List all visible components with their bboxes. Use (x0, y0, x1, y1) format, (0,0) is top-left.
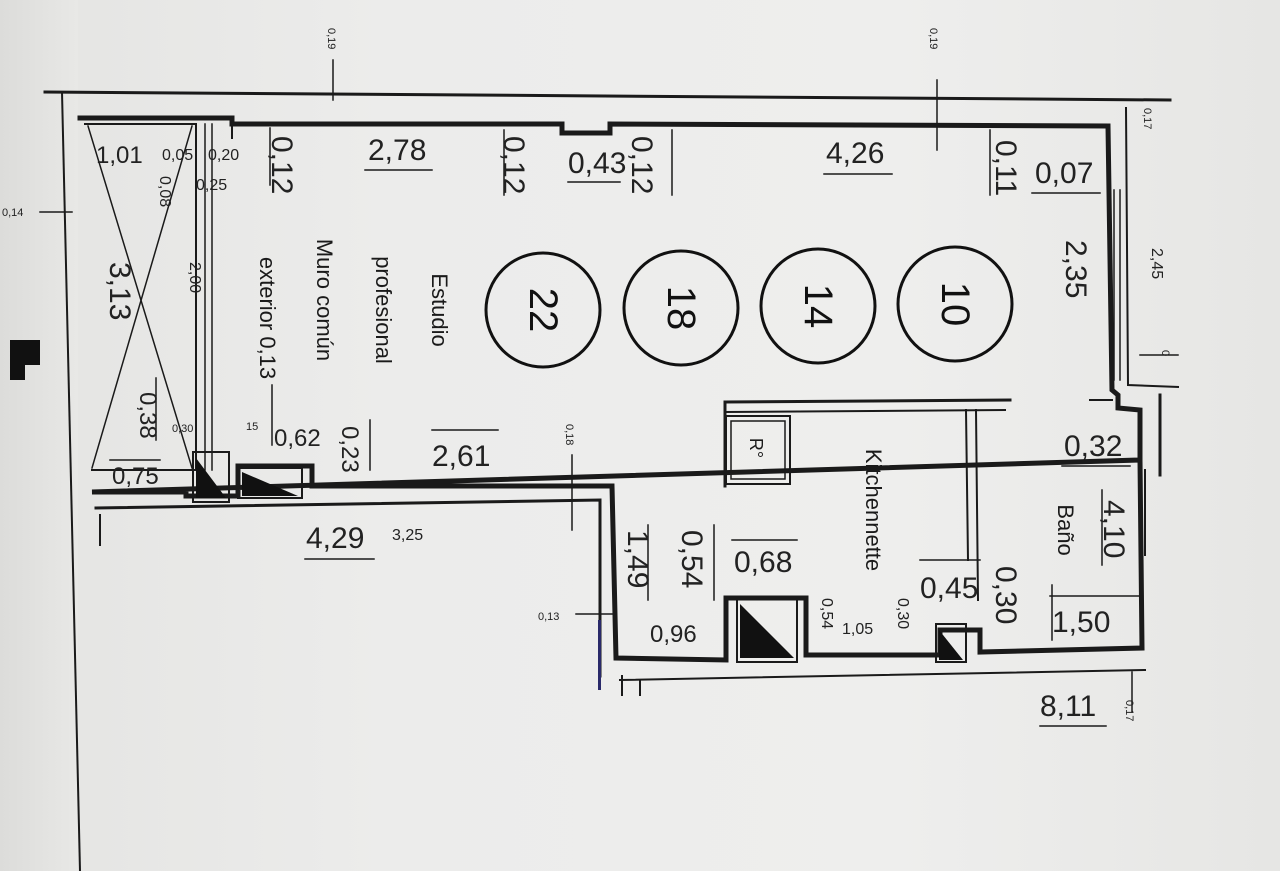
marker-circle-14 (759, 247, 877, 365)
duct-box-3 (736, 597, 798, 663)
dim-0-17b: 0,17 (1141, 108, 1153, 129)
kitchen-wall-right2 (974, 408, 980, 602)
dim-4-29: 4,29 (306, 522, 364, 555)
dim-4-26: 4,26 (826, 137, 884, 170)
shaft-x1 (87, 125, 193, 469)
duct-box-4 (935, 623, 967, 663)
dim-2-45: 2,45 (1148, 248, 1165, 279)
room-label-studio-1: Estudio (427, 273, 452, 346)
dim-2-00: 2,00 (186, 262, 203, 293)
outer-wall-left (60, 90, 82, 871)
window-right (1113, 189, 1121, 381)
bottom-line (618, 668, 1147, 682)
duct-fill-2 (242, 472, 298, 496)
duct-box-1 (192, 451, 230, 503)
dim-0-13: 0,13 (538, 611, 559, 623)
dim-0-38: 0,38 (134, 392, 161, 439)
dim-0-05: 0,05 (162, 147, 193, 164)
dim-0-54a: 0,54 (675, 530, 708, 588)
shaft-wall (204, 123, 213, 471)
shaft-box (84, 123, 197, 471)
dim-0-12b: 0,12 (497, 136, 530, 194)
dim-0-30b: 0,30 (894, 598, 911, 629)
kitchen-wall-top (723, 398, 1012, 404)
dim-0-19b: 0,19 (927, 28, 939, 49)
dim-0-30-small: 0,30 (172, 423, 193, 435)
dim-0-23: 0,23 (336, 426, 363, 473)
unit-right-outer (1124, 106, 1180, 389)
dim-8-11: 8,11 (1040, 690, 1096, 723)
dim-0-07: 0,07 (1035, 157, 1093, 190)
duct-fill-4 (939, 630, 963, 660)
room-label-wall-1: Muro común (312, 239, 337, 361)
shaft-x2 (91, 125, 193, 469)
fridge-symbol: R° (746, 438, 766, 458)
dim-0-62: 0,62 (274, 425, 321, 452)
dim-0-11: 0,11 (989, 140, 1022, 196)
bottom-line-notch (621, 675, 641, 696)
dim-3-25: 3,25 (392, 527, 423, 544)
kitchen-wall-right (964, 408, 970, 562)
marker-circle-18 (622, 249, 740, 367)
dim-0-18: 0,18 (563, 424, 575, 445)
dim-0-32: 0,32 (1064, 430, 1122, 463)
marker-14: 14 (796, 284, 840, 329)
dim-0: 0 (1159, 350, 1171, 356)
blue-mark (598, 620, 601, 690)
marker-circle-10 (896, 245, 1014, 363)
dim-1-49: 1,49 (621, 530, 654, 588)
page-edge (0, 0, 78, 871)
dim-0-17: 0,17 (1123, 700, 1135, 721)
dim-0-20: 0,20 (208, 147, 239, 164)
compass-mark (10, 340, 40, 380)
dim-0-96: 0,96 (650, 621, 697, 648)
unit-outline (77, 115, 1145, 663)
duct-fill-3 (740, 604, 794, 658)
marker-18: 18 (659, 286, 703, 331)
dim-3-13: 3,13 (103, 262, 136, 320)
duct-box-2 (237, 467, 303, 499)
dim-0-08: 0,08 (156, 176, 173, 207)
dim-0-12c: 0,12 (625, 136, 658, 194)
dim-2-35: 2,35 (1059, 240, 1092, 298)
dim-0-54b: 0,54 (818, 598, 835, 629)
dim-2-61: 2,61 (432, 440, 490, 473)
marker-22: 22 (521, 288, 565, 333)
room-label-studio-2: profesional (371, 256, 396, 364)
room-label-bath: Baño (1053, 504, 1078, 555)
dim-0-14: 0,14 (2, 207, 23, 219)
fridge-box (725, 415, 791, 485)
dim-4-10: 4,10 (1097, 500, 1130, 558)
dim-0-75: 0,75 (112, 463, 159, 490)
dim-0-43: 0,43 (568, 147, 626, 180)
dim-0-68: 0,68 (734, 546, 792, 579)
dim-0-12a: 0,12 (265, 136, 298, 194)
dim-2-78: 2,78 (368, 134, 426, 167)
lower-wall (94, 498, 602, 678)
dim-0-30c: 0,30 (989, 566, 1022, 624)
dim-0-19: 0,19 (325, 28, 337, 49)
room-label-kitchen: Kitchennette (861, 449, 886, 571)
marker-10: 10 (933, 282, 977, 327)
outer-wall-top (43, 90, 1172, 102)
dim-1-01: 1,01 (96, 142, 143, 169)
dim-0-25: 0,25 (196, 177, 227, 194)
fridge-inner (730, 420, 786, 480)
dim-1-50: 1,50 (1052, 606, 1110, 639)
dim-15: 15 (246, 421, 258, 433)
duct-fill-1 (196, 458, 226, 498)
marker-circle-22 (484, 251, 602, 369)
dim-1-05: 1,05 (842, 621, 873, 638)
room-label-wall-2: exterior 0,13 (255, 257, 280, 379)
dim-0-45: 0,45 (920, 572, 978, 605)
kitchen-wall-top2 (723, 408, 1007, 414)
